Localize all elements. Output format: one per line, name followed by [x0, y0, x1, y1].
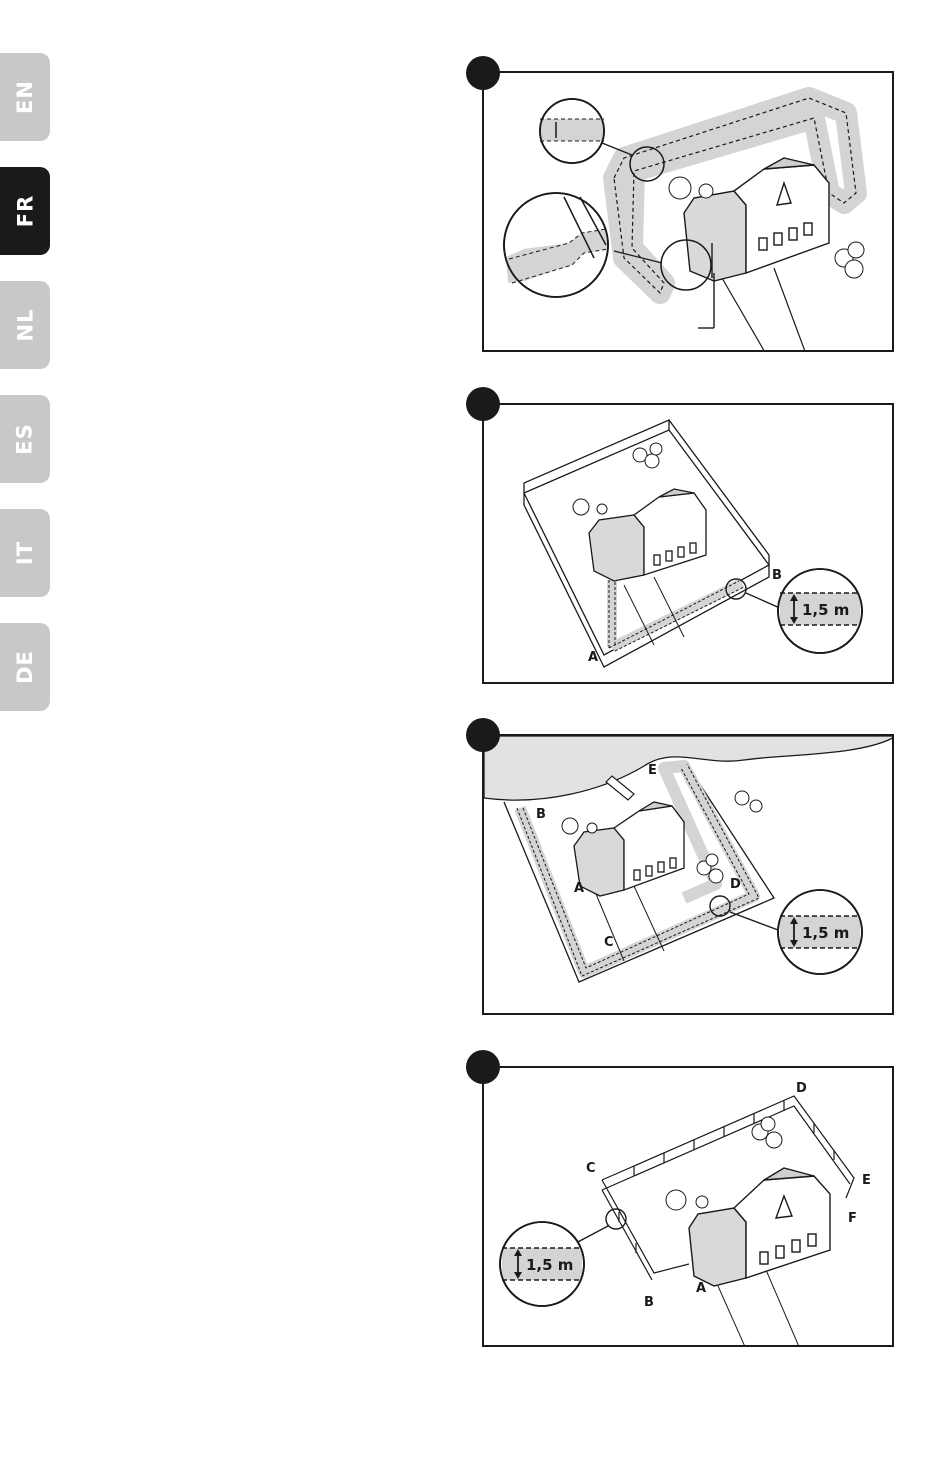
point-label-b: B [772, 568, 782, 583]
distance-label: 1,5 m [802, 601, 849, 619]
step-marker-2 [466, 387, 500, 421]
point-label-a: A [574, 881, 584, 896]
tab-lang-es-label: ES [13, 423, 37, 454]
tab-lang-fr-label: FR [13, 195, 37, 228]
distance-label: 1,5 m [802, 924, 849, 942]
point-label-d: D [730, 877, 741, 892]
step-marker-3 [466, 718, 500, 752]
point-label-c: C [586, 1161, 596, 1176]
tab-lang-en-label: EN [13, 80, 37, 114]
distance-label: 1,5 m [526, 1256, 573, 1274]
step-marker-1 [466, 56, 500, 90]
point-label-e: E [862, 1173, 871, 1188]
tab-lang-es[interactable]: ES [0, 395, 50, 483]
tab-lang-nl[interactable]: NL [0, 281, 50, 369]
tab-lang-fr[interactable]: FR [0, 167, 50, 255]
house [684, 158, 829, 328]
point-label-e: E [648, 763, 657, 778]
point-label-a: A [696, 1281, 706, 1296]
point-label-a: A [588, 650, 598, 665]
point-label-d: D [796, 1081, 807, 1096]
tab-lang-en[interactable]: EN [0, 53, 50, 141]
house [574, 802, 684, 896]
step-marker-4 [466, 1050, 500, 1084]
point-label-c: C [604, 935, 614, 950]
figure-1-wire-loop [482, 71, 894, 352]
tab-lang-nl-label: NL [13, 309, 37, 342]
tab-lang-de-label: DE [13, 650, 37, 684]
point-label-b: B [536, 807, 546, 822]
dock [606, 776, 634, 800]
house [689, 1168, 830, 1286]
figure-3-lakeside-yard: 1,5 m A B C D E [482, 734, 894, 1015]
figure-2-fenced-yard: 1,5 m A B [482, 403, 894, 684]
tab-lang-it-label: IT [13, 541, 37, 565]
point-label-f: F [848, 1211, 857, 1226]
figure-4-fenced-garden: 1,5 m A B C D E F [482, 1066, 894, 1347]
tab-lang-it[interactable]: IT [0, 509, 50, 597]
house [589, 489, 706, 581]
point-label-b: B [644, 1295, 654, 1310]
tab-lang-de[interactable]: DE [0, 623, 50, 711]
zoom-marker [606, 1209, 626, 1229]
